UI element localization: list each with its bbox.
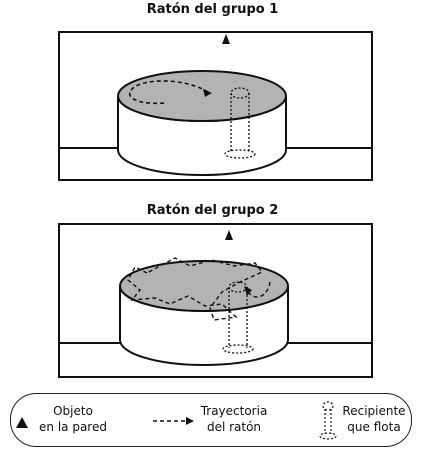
panel-1-title: Ratón del grupo 1 [146, 2, 279, 17]
legend-path-line1: Trayectoria [200, 404, 268, 418]
platform-base [222, 344, 254, 354]
legend-object-label: Objeto en la pared [33, 403, 113, 435]
pool-water-surface [119, 260, 289, 312]
legend-box: Objeto en la pared Trayectoria del ratón… [10, 393, 412, 447]
mouse-path-legend-icon [153, 417, 194, 425]
room-wall-outline [58, 31, 373, 181]
wall-object-triangle [225, 230, 233, 240]
panel-2-scene [58, 223, 373, 378]
legend-object-line1: Objeto [53, 404, 93, 418]
path-arrowhead [244, 286, 252, 296]
legend-path-label: Trayectoria del ratón [189, 403, 279, 435]
platform-base [224, 149, 256, 159]
path-arrowhead [203, 89, 212, 97]
room-wall-outline [58, 223, 373, 378]
legend-platform-line2: que flota [347, 420, 401, 434]
legend-path-line2: del ratón [206, 420, 262, 434]
legend-platform-line1: Recipiente [342, 404, 406, 418]
panel-2-title: Ratón del grupo 2 [146, 203, 279, 218]
legend-object-line2: en la pared [39, 420, 107, 434]
panel-1-scene [58, 31, 373, 181]
floating-platform-legend-icon [319, 401, 337, 440]
wall-object-triangle [222, 34, 230, 44]
mouse-path-end [247, 281, 271, 298]
wall-object-legend-icon [16, 417, 28, 428]
mouse-path-group-1 [129, 80, 209, 105]
mouse-path-group-2 [127, 257, 264, 321]
legend-platform-label: Recipiente que flota [339, 403, 409, 435]
pool-water-surface [117, 70, 287, 122]
